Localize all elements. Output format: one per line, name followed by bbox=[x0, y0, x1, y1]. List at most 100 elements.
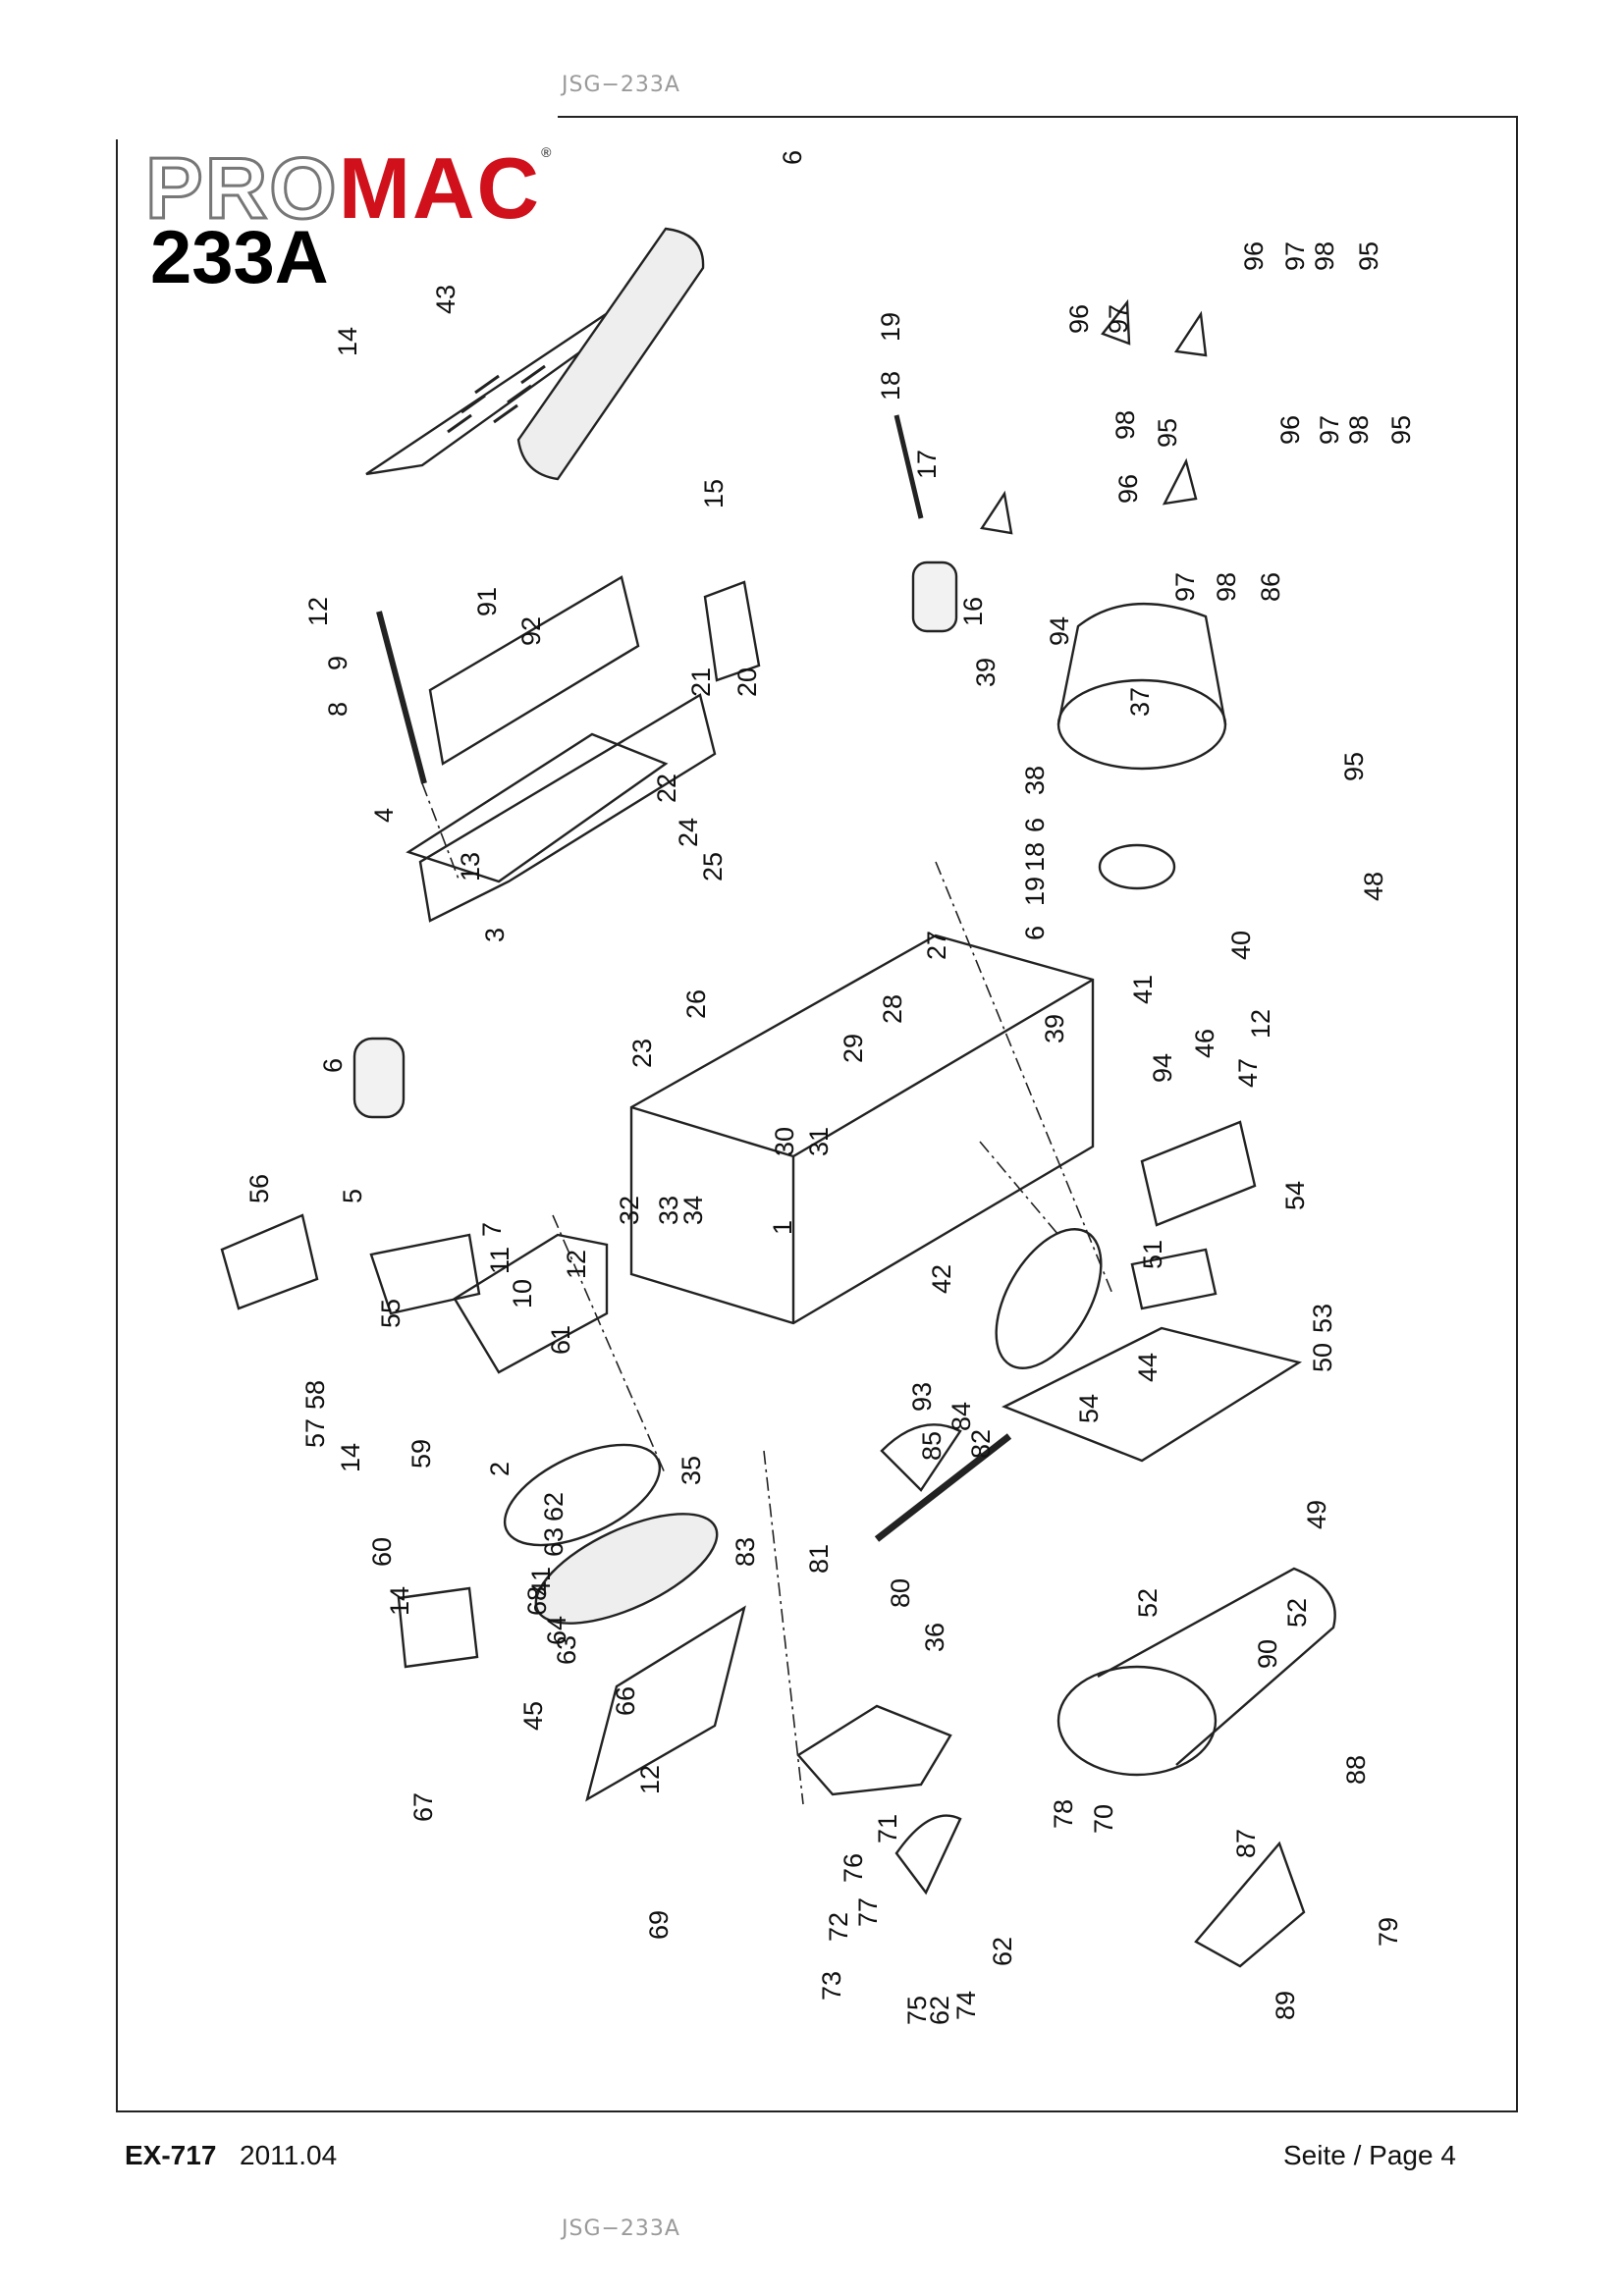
part-label: 97 bbox=[1315, 415, 1344, 445]
part-label: 12 bbox=[1246, 1009, 1275, 1039]
part-label: 20 bbox=[732, 667, 762, 697]
part-label: 8 bbox=[323, 702, 352, 717]
part-label: 46 bbox=[1190, 1029, 1219, 1058]
part-label: 41 bbox=[526, 1567, 556, 1596]
part-label: 92 bbox=[516, 616, 546, 646]
part-label: 69 bbox=[644, 1910, 674, 1940]
brand-logo-mac: MAC bbox=[338, 139, 542, 237]
part-label: 14 bbox=[333, 327, 362, 356]
part-label: 95 bbox=[1354, 241, 1383, 271]
part-label: 6 bbox=[778, 150, 807, 165]
part-label: 72 bbox=[824, 1912, 853, 1942]
drawing-frame bbox=[116, 116, 1518, 2112]
part-label: 14 bbox=[336, 1443, 365, 1472]
part-label: 43 bbox=[431, 285, 460, 314]
part-label: 57 bbox=[300, 1418, 330, 1448]
part-label: 54 bbox=[1280, 1181, 1310, 1210]
part-label: 35 bbox=[677, 1456, 706, 1485]
part-label: 54 bbox=[1074, 1394, 1104, 1423]
part-label: 38 bbox=[1020, 766, 1050, 795]
document-date: 2011.04 bbox=[240, 2140, 338, 2170]
part-label: 87 bbox=[1231, 1829, 1261, 1858]
part-label: 64 bbox=[542, 1616, 571, 1645]
part-label: 19 bbox=[876, 312, 905, 342]
part-label: 50 bbox=[1308, 1343, 1337, 1372]
part-label: 47 bbox=[1233, 1058, 1263, 1088]
part-label: 14 bbox=[385, 1586, 414, 1616]
part-label: 62 bbox=[539, 1492, 568, 1522]
part-label: 96 bbox=[1064, 304, 1094, 334]
part-label: 11 bbox=[485, 1247, 514, 1274]
part-label: 34 bbox=[678, 1196, 708, 1225]
part-label: 29 bbox=[839, 1034, 868, 1063]
part-label: 96 bbox=[1275, 415, 1305, 445]
part-label: 53 bbox=[1308, 1304, 1337, 1333]
part-label: 28 bbox=[878, 994, 907, 1024]
part-label: 70 bbox=[1089, 1804, 1118, 1834]
part-label: 10 bbox=[508, 1279, 537, 1308]
part-label: 19 bbox=[1020, 877, 1050, 906]
part-label: 6 bbox=[1020, 926, 1050, 940]
frame-notch bbox=[116, 116, 558, 139]
part-label: 4 bbox=[369, 808, 399, 823]
part-label: 94 bbox=[1148, 1053, 1177, 1083]
part-label: 94 bbox=[1045, 616, 1074, 646]
part-label: 66 bbox=[611, 1686, 640, 1716]
part-label: 41 bbox=[1128, 975, 1158, 1004]
part-label: 61 bbox=[546, 1325, 575, 1355]
part-15-belt bbox=[516, 227, 705, 481]
part-label: 24 bbox=[674, 818, 703, 847]
part-label: 68 bbox=[522, 1586, 552, 1616]
part-label: 63 bbox=[552, 1635, 581, 1665]
part-label: 95 bbox=[1153, 418, 1182, 448]
part-label: 15 bbox=[699, 479, 729, 508]
part-label: 97 bbox=[1170, 572, 1200, 602]
part-label: 31 bbox=[804, 1127, 834, 1156]
part-label: 13 bbox=[456, 852, 485, 881]
part-label: 62 bbox=[925, 1996, 954, 2025]
part-label: 82 bbox=[966, 1429, 996, 1459]
part-label: 22 bbox=[652, 774, 681, 803]
part-label: 78 bbox=[1049, 1799, 1078, 1829]
part-label: 91 bbox=[472, 587, 502, 616]
part-label: 26 bbox=[681, 989, 711, 1019]
document-code-header: JSG−233A bbox=[562, 73, 680, 97]
part-label: 33 bbox=[654, 1196, 683, 1225]
part-label: 44 bbox=[1133, 1353, 1163, 1382]
part-label: 1 bbox=[768, 1220, 797, 1235]
part-label: 83 bbox=[731, 1537, 760, 1567]
part-label: 21 bbox=[686, 667, 716, 697]
part-label: 12 bbox=[635, 1765, 665, 1794]
part-label: 37 bbox=[1125, 687, 1155, 717]
part-label: 17 bbox=[912, 450, 942, 479]
part-labels: 6 43 14 19 18 15 17 12 9 91 92 8 4 13 3 … bbox=[244, 150, 1416, 2025]
part-label: 23 bbox=[627, 1039, 657, 1068]
part-label: 51 bbox=[1138, 1240, 1167, 1269]
page-number: Seite / Page 4 bbox=[1283, 2140, 1456, 2170]
part-label: 95 bbox=[1339, 752, 1369, 781]
part-label: 27 bbox=[922, 931, 951, 960]
registered-mark: ® bbox=[541, 144, 554, 160]
part-label: 7 bbox=[477, 1222, 507, 1237]
part-label: 16 bbox=[958, 597, 988, 626]
part-label: 98 bbox=[1344, 415, 1374, 445]
part-label: 25 bbox=[698, 852, 728, 881]
part-label: 98 bbox=[1110, 410, 1140, 440]
part-label: 58 bbox=[300, 1380, 330, 1410]
part-label: 32 bbox=[615, 1196, 644, 1225]
part-label: 12 bbox=[303, 597, 333, 626]
part-label: 9 bbox=[323, 656, 352, 670]
part-label: 73 bbox=[817, 1971, 846, 2001]
part-label: 52 bbox=[1133, 1588, 1163, 1618]
part-label: 62 bbox=[988, 1937, 1017, 1966]
part-label: 79 bbox=[1374, 1917, 1403, 1947]
part-label: 5 bbox=[338, 1189, 367, 1203]
part-label: 6 bbox=[318, 1058, 348, 1073]
part-label: 86 bbox=[1256, 572, 1285, 602]
part-label: 42 bbox=[927, 1264, 956, 1294]
part-label: 88 bbox=[1341, 1755, 1371, 1785]
part-label: 67 bbox=[408, 1792, 438, 1822]
part-label: 90 bbox=[1253, 1639, 1282, 1669]
part-label: 39 bbox=[971, 658, 1001, 687]
part-label: 60 bbox=[367, 1537, 397, 1567]
